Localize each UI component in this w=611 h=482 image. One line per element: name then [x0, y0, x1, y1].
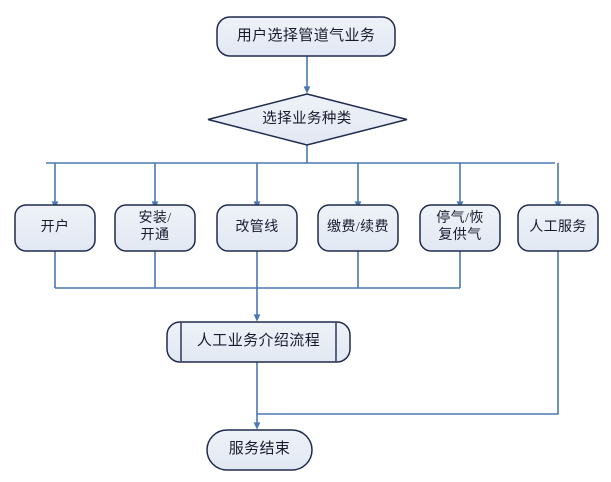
start-node-shape[interactable] [216, 16, 396, 57]
connector-branch-6-to-end [257, 251, 559, 415]
branch-node-shape-3[interactable] [216, 204, 298, 252]
decision-node-shape[interactable] [207, 93, 408, 146]
branch-node-shape-4[interactable] [317, 204, 399, 252]
branch-node-shape-6[interactable] [517, 204, 599, 252]
branch-node-shape-5[interactable] [419, 204, 501, 252]
branch-node-shape-1[interactable] [14, 204, 96, 252]
end-node-shape[interactable] [206, 429, 313, 471]
branch-node-shape-2[interactable] [114, 204, 196, 252]
process-node-shape[interactable] [166, 321, 351, 363]
